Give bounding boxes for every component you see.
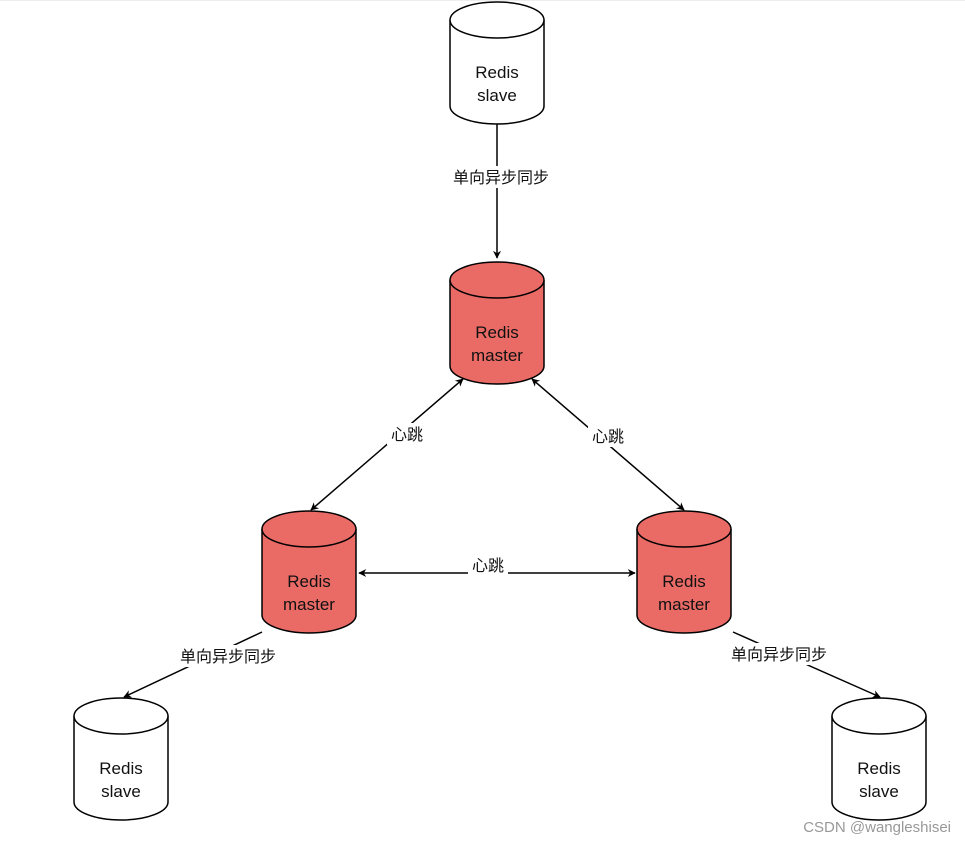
- svg-text:slave: slave: [477, 86, 517, 105]
- watermark-text: CSDN @wangleshisei: [803, 819, 951, 836]
- redis-master-top: Redis master: [449, 261, 545, 385]
- database-cylinder-icon: [449, 280, 545, 385]
- svg-text:单向异步同步: 单向异步同步: [453, 168, 549, 187]
- database-cylinder-icon: [261, 529, 357, 634]
- database-cylinder-icon: [449, 20, 545, 125]
- svg-text:心跳: 心跳: [592, 427, 624, 446]
- svg-text:slave: slave: [101, 782, 141, 801]
- redis-slave-right: Redis slave: [831, 697, 927, 821]
- redis-master-left: Redis master: [261, 510, 357, 634]
- svg-text:心跳: 心跳: [391, 425, 423, 444]
- svg-text:Redis: Redis: [475, 323, 518, 342]
- svg-text:心跳: 心跳: [472, 556, 504, 575]
- edge-label-heartbeat-right: 心跳: [588, 425, 628, 447]
- svg-text:master: master: [658, 595, 710, 614]
- svg-text:Redis: Redis: [287, 572, 330, 591]
- edge-label-sync-right: 单向异步同步: [722, 643, 836, 665]
- edge-label-heartbeat-left: 心跳: [387, 423, 427, 445]
- svg-text:单向异步同步: 单向异步同步: [731, 645, 827, 664]
- svg-text:Redis: Redis: [99, 759, 142, 778]
- svg-text:Redis: Redis: [475, 63, 518, 82]
- top-divider: [0, 0, 965, 1]
- database-cylinder-icon: [73, 716, 169, 821]
- svg-text:Redis: Redis: [857, 759, 900, 778]
- database-cylinder-icon: [831, 716, 927, 821]
- svg-text:master: master: [471, 346, 523, 365]
- svg-text:Redis: Redis: [662, 572, 705, 591]
- database-cylinder-icon: [636, 529, 732, 634]
- edge-label-heartbeat-mid: 心跳: [468, 555, 508, 575]
- edge-label-sync-left: 单向异步同步: [171, 645, 285, 667]
- redis-slave-left: Redis slave: [73, 697, 169, 821]
- redis-master-right: Redis master: [636, 510, 732, 634]
- svg-text:master: master: [283, 595, 335, 614]
- redis-slave-top: Redis slave: [449, 1, 545, 125]
- svg-text:单向异步同步: 单向异步同步: [180, 647, 276, 666]
- svg-text:slave: slave: [859, 782, 899, 801]
- edge-label-sync-top: 单向异步同步: [444, 166, 558, 188]
